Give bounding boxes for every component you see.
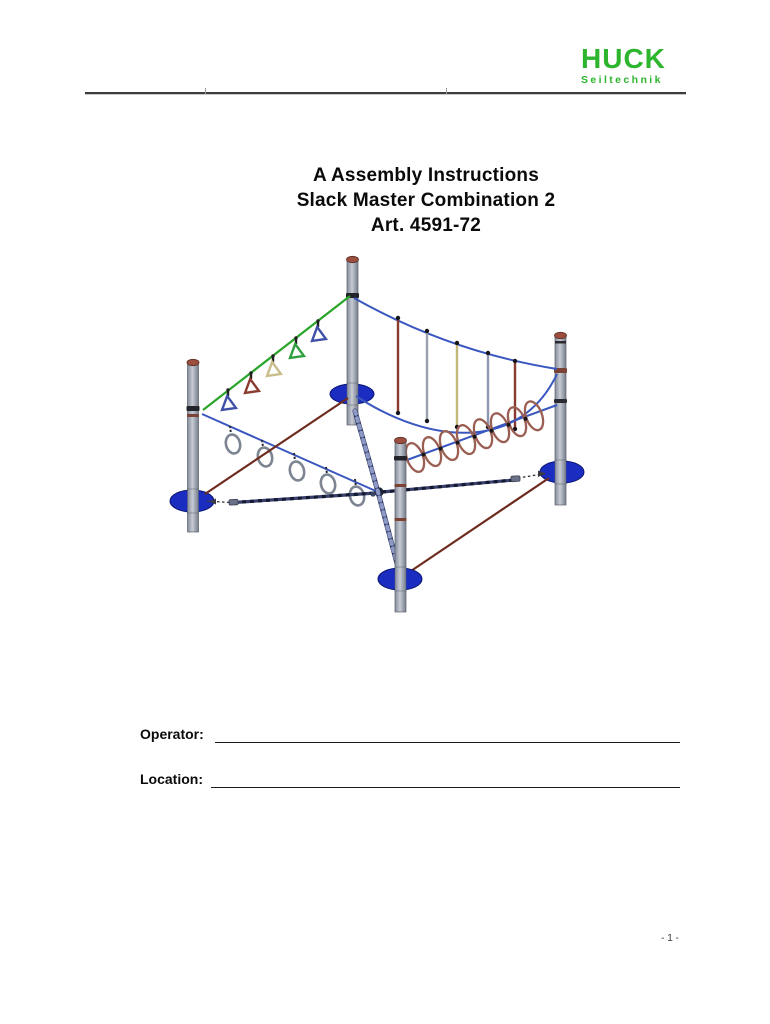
rope-clamp (186, 406, 200, 411)
location-blank-line (211, 773, 680, 788)
title-block: A Assembly Instructions Slack Master Com… (66, 163, 770, 238)
spiral-climbing-rope (352, 408, 402, 574)
gym-ring (288, 460, 306, 482)
rule-tick (446, 88, 447, 94)
logo-brand-text: HUCK (581, 43, 666, 74)
turnbuckle (228, 498, 239, 506)
gym-ring (319, 473, 337, 495)
vertical-rope-bridge (353, 297, 558, 434)
header-rule (85, 92, 686, 95)
product-illustration (169, 255, 585, 613)
triangle-grip-traverse (202, 295, 351, 412)
page-number: - 1 - (661, 933, 679, 944)
turnbuckle (510, 475, 521, 483)
bracing-ropes (204, 397, 550, 574)
gym-ring (224, 433, 242, 455)
logo-subtitle-text: Seiltechnik (581, 74, 663, 86)
operator-blank-line (215, 728, 680, 743)
operator-label: Operator: (140, 726, 204, 742)
pole-front (394, 436, 407, 613)
page-title-line-2: Slack Master Combination 2 (296, 190, 556, 211)
rope-loop-bridge (404, 400, 558, 474)
pole-right (554, 331, 567, 506)
rope-clamp (554, 399, 567, 403)
page-title-line-1: A Assembly Instructions (313, 165, 539, 186)
page-title-line-3: Art. 4591-72 (370, 215, 482, 236)
rule-tick (205, 88, 206, 94)
huck-logo: HUCK Seiltechnik (581, 43, 681, 87)
pole-left (186, 358, 200, 533)
rope-clamp (554, 368, 567, 373)
hanging-rings-traverse (201, 413, 379, 507)
rope-clamp (394, 456, 407, 461)
location-label: Location: (140, 771, 203, 787)
